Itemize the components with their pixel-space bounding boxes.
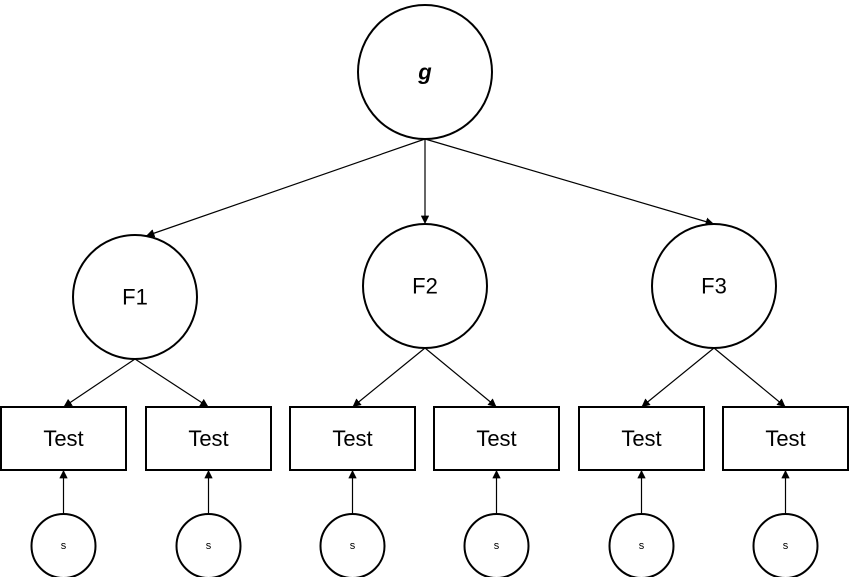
specific-label-3: s bbox=[350, 540, 356, 552]
test-box-1: Test bbox=[0, 406, 127, 471]
general-factor-label: g bbox=[417, 60, 432, 85]
factor-node-f2: F2 bbox=[362, 223, 488, 349]
edge-f1-test2-arrow bbox=[134, 358, 209, 408]
test-label-5: Test bbox=[621, 426, 661, 451]
specific-node-1: s bbox=[30, 513, 97, 577]
specific-node-3: s bbox=[319, 513, 386, 577]
factor-label-f3: F3 bbox=[701, 274, 727, 299]
test-label-6: Test bbox=[765, 426, 805, 451]
specific-label-6: s bbox=[783, 540, 789, 552]
edge-f2-test3-arrow bbox=[352, 347, 426, 408]
specific-node-5: s bbox=[608, 513, 675, 577]
factor-label-f2: F2 bbox=[412, 274, 438, 299]
test-label-3: Test bbox=[332, 426, 372, 451]
factor-label-f1: F1 bbox=[122, 285, 148, 310]
edge-g-f1-arrow bbox=[145, 138, 426, 238]
test-box-5: Test bbox=[578, 406, 705, 471]
test-box-3: Test bbox=[289, 406, 416, 471]
factor-node-f3: F3 bbox=[651, 223, 777, 349]
edges-layer bbox=[59, 138, 790, 514]
test-box-2: Test bbox=[145, 406, 272, 471]
test-box-4: Test bbox=[433, 406, 560, 471]
test-label-2: Test bbox=[188, 426, 228, 451]
edge-f3-test5-arrow bbox=[641, 347, 715, 408]
specific-label-2: s bbox=[206, 540, 212, 552]
factor-node-f1: F1 bbox=[72, 234, 198, 360]
test-box-6: Test bbox=[722, 406, 849, 471]
specific-node-2: s bbox=[175, 513, 242, 577]
edge-g-f3-arrow bbox=[424, 138, 715, 226]
edge-f3-test6-arrow bbox=[713, 347, 786, 408]
specific-label-5: s bbox=[639, 540, 645, 552]
test-label-1: Test bbox=[43, 426, 83, 451]
test-label-4: Test bbox=[476, 426, 516, 451]
edge-f1-test1-arrow bbox=[63, 358, 136, 408]
specific-node-4: s bbox=[463, 513, 530, 577]
specific-label-4: s bbox=[494, 540, 500, 552]
general-factor-node: g bbox=[357, 4, 493, 140]
specific-node-6: s bbox=[752, 513, 819, 577]
edge-f2-test4-arrow bbox=[424, 347, 497, 408]
specific-label-1: s bbox=[61, 540, 67, 552]
